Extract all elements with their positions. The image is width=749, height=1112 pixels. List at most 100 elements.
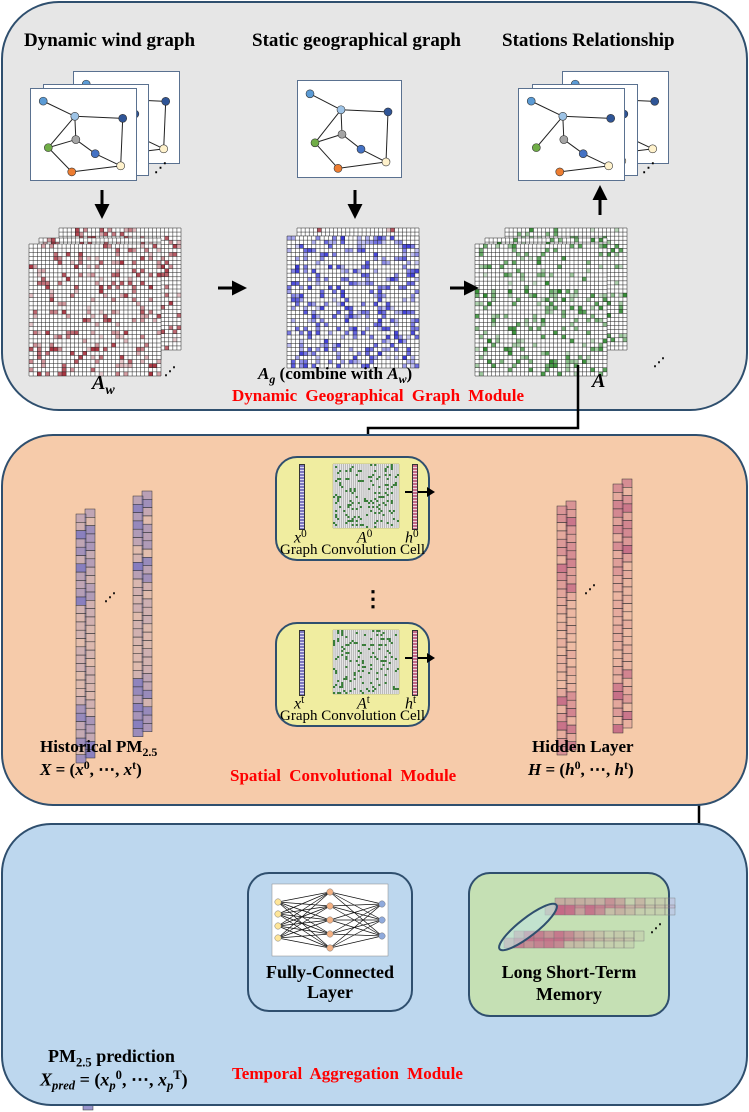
matrix-cell [508, 272, 513, 277]
matrix-cell [365, 281, 370, 286]
fc-neuron [326, 930, 334, 938]
matrix-cell [390, 318, 395, 323]
matrix-cell [369, 359, 374, 364]
matrix-cell [614, 252, 619, 257]
matrix-cell [95, 343, 100, 348]
matrix-cell [357, 281, 362, 286]
matrix-cell [29, 347, 34, 352]
graph-edge [74, 115, 123, 119]
matrix-cell [315, 330, 320, 335]
vector-cell [556, 530, 568, 540]
matrix-cell [299, 347, 304, 352]
matrix-cell [574, 318, 579, 323]
matrix-cell [394, 256, 399, 261]
fc-connection [277, 891, 331, 939]
matrix-cell [99, 228, 104, 233]
matrix-cell [479, 264, 484, 269]
wind-matrix-1 [28, 243, 162, 377]
matrix-cell [332, 289, 337, 294]
station-node [648, 144, 657, 154]
matrix-cell [332, 347, 337, 352]
vector-cell [556, 671, 568, 681]
matrix-cell [83, 228, 88, 233]
matrix-cell [557, 371, 562, 376]
matrix-cell [315, 281, 320, 286]
graph-edge [360, 148, 387, 163]
matrix-cell [140, 268, 145, 273]
matrix-cell [483, 351, 488, 356]
matrix-cell [528, 256, 533, 261]
graph-edge [314, 142, 339, 169]
matrix-cell [132, 285, 137, 290]
station-node [310, 138, 320, 148]
gcc-h-vector [412, 464, 418, 530]
matrix-cell [340, 240, 345, 245]
vector-cell [565, 741, 577, 751]
matrix-cell [365, 260, 370, 265]
matrix-cell [586, 260, 591, 265]
matrix-cell [324, 347, 329, 352]
vector-cell [132, 603, 144, 613]
fc-connection [277, 891, 331, 915]
matrix-cell [344, 277, 349, 282]
vector-cell [612, 658, 624, 667]
matrix-cell [295, 264, 300, 269]
matrix-cell [606, 333, 611, 338]
matrix-cell [291, 236, 296, 241]
matrix-cell [618, 305, 623, 310]
matrix-cell [95, 264, 100, 269]
matrix-cell [561, 297, 566, 302]
matrix-cell [291, 318, 296, 323]
matrix-cell [74, 285, 79, 290]
vector-cell [556, 638, 568, 648]
hidden-vectors-ellipsis: ⋰ [584, 582, 596, 596]
matrix-cell [406, 244, 411, 249]
matrix-cell [414, 252, 419, 257]
matrix-cell [357, 359, 362, 364]
vector-cell [612, 691, 624, 701]
fc-connection [277, 901, 331, 935]
matrix-cell [381, 314, 386, 319]
matrix-cell [344, 318, 349, 323]
matrix-cell [602, 244, 607, 249]
vector-cell [556, 688, 568, 698]
matrix-cell [75, 228, 80, 233]
vector-cell [556, 580, 568, 590]
matrix-cell [86, 305, 91, 310]
matrix-cell [348, 281, 353, 286]
fc-connection [329, 903, 383, 949]
matrix-cell [410, 281, 415, 286]
matrix-cell [172, 252, 177, 257]
matrix-cell [299, 359, 304, 364]
fc-connection [277, 933, 331, 939]
graph-edge [535, 115, 564, 148]
matrix-cell [123, 293, 128, 298]
matrix-cell [315, 273, 320, 278]
matrix-cell [311, 314, 316, 319]
matrix-cell [512, 330, 517, 335]
matrix-cell [140, 359, 145, 364]
matrix-cell [365, 326, 370, 331]
matrix-cell [140, 244, 145, 249]
hidden-vector-t-front [612, 483, 624, 734]
matrix-cell [410, 355, 415, 360]
matrix-cell [406, 310, 411, 315]
gcc-a-label: At [357, 694, 370, 713]
vector-cell [75, 522, 87, 531]
matrix-cell [528, 359, 533, 364]
matrix-cell [320, 343, 325, 348]
matrix-cell [398, 285, 403, 290]
matrix-cell [590, 293, 595, 298]
lstm-cell [563, 937, 575, 949]
matrix-cell [336, 285, 341, 290]
matrix-cell [156, 359, 161, 364]
graph-edge [309, 93, 342, 111]
matrix-cell [386, 326, 391, 331]
matrix-cell [373, 293, 378, 298]
matrix-cell [311, 269, 316, 274]
matrix-cell [295, 281, 300, 286]
matrix-cell [168, 264, 173, 269]
matrix-cell [394, 318, 399, 323]
matrix-cell [553, 248, 558, 253]
matrix-cell [398, 244, 403, 249]
